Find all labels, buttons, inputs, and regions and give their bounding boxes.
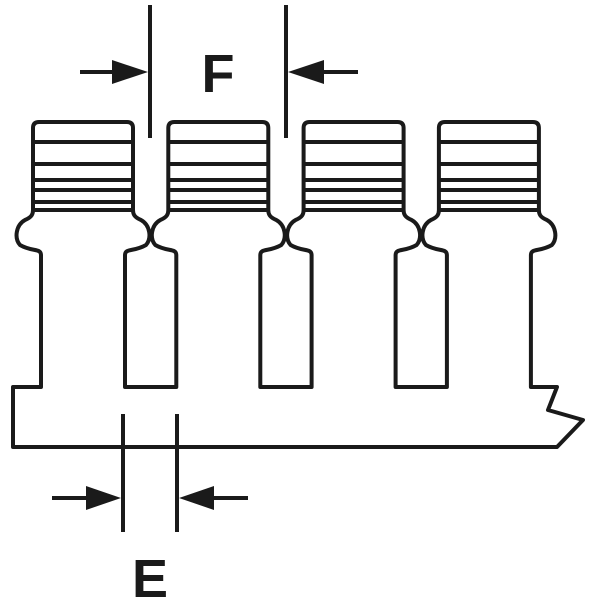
arrow-left-icon xyxy=(288,60,324,84)
arrow-left-icon xyxy=(179,486,214,510)
dimension-e: E xyxy=(52,414,248,600)
dimension-label-e: E xyxy=(132,549,168,600)
dimension-label-f: F xyxy=(202,44,235,104)
strip-outline xyxy=(11,120,585,449)
arrow-right-icon xyxy=(86,486,121,510)
dimension-f: F xyxy=(80,5,358,138)
arrow-right-icon xyxy=(112,60,148,84)
post-heads xyxy=(33,140,539,212)
